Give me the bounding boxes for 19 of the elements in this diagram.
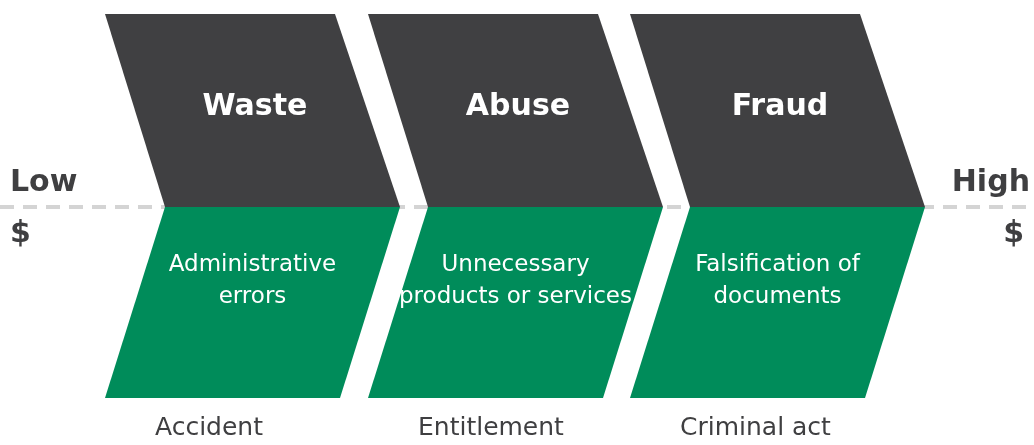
chevron-segment bbox=[368, 207, 663, 398]
scale-label: Low bbox=[10, 163, 78, 198]
category-heading: Waste bbox=[201, 86, 309, 124]
category-description: Falsification of documents bbox=[694, 249, 862, 311]
chevron-segment bbox=[368, 14, 663, 207]
category-caption: Criminal act bbox=[680, 412, 831, 441]
chevron-segment bbox=[630, 14, 925, 207]
chevron-segment bbox=[105, 14, 400, 207]
chevron-segment bbox=[105, 207, 400, 398]
category-caption: Entitlement bbox=[418, 412, 564, 441]
category-description: Unnecessary products or services bbox=[398, 249, 633, 311]
scale-label: $ bbox=[1003, 214, 1024, 249]
category-caption: Accident bbox=[155, 412, 263, 441]
category-heading: Abuse bbox=[464, 86, 572, 124]
chevron-segment bbox=[630, 207, 925, 398]
scale-label: $ bbox=[10, 214, 31, 249]
scale-label: High bbox=[951, 163, 1030, 198]
category-description: Administrative errors bbox=[167, 249, 338, 311]
category-heading: Fraud bbox=[730, 86, 830, 124]
